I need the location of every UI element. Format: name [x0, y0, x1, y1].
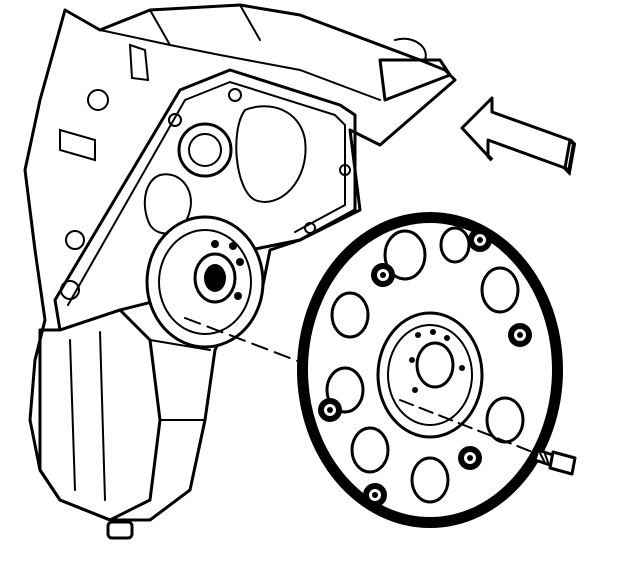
flywheel-icon: [297, 212, 563, 528]
flywheel-bolt-icon: [533, 448, 577, 476]
engine-block-icon: [23, 3, 457, 540]
rear-crankshaft-seal-icon: [145, 215, 265, 349]
bolt-centerline: [399, 399, 541, 456]
direction-arrow-icon: [460, 96, 577, 177]
